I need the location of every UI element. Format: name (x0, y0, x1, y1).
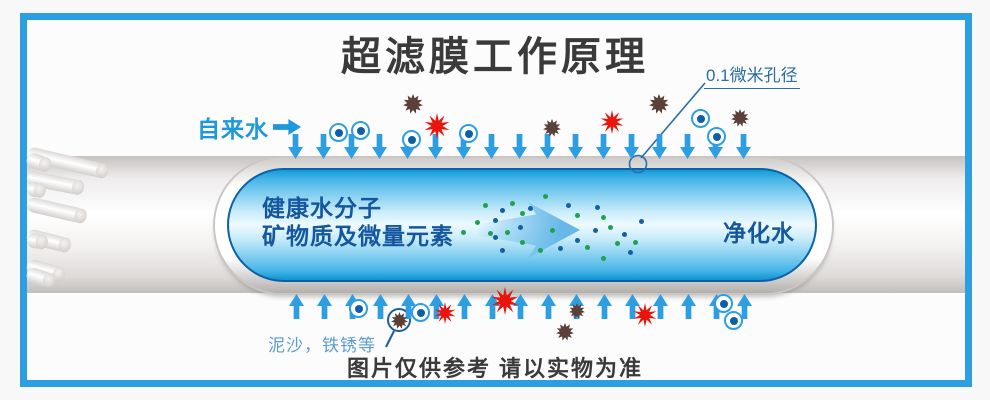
navy-mineral-dot (500, 208, 505, 213)
green-mineral-dot (505, 230, 510, 235)
navy-mineral-dot (593, 228, 598, 233)
page-title: 超滤膜工作原理 (341, 35, 649, 79)
green-mineral-dot (461, 230, 466, 235)
navy-mineral-dot (558, 246, 563, 251)
impurity-dot-particle (411, 303, 430, 322)
red-bacteria-particle (424, 113, 450, 139)
green-mineral-dot (520, 240, 525, 245)
healthy-water-line: 健康水分子 (262, 195, 382, 221)
navy-mineral-dot (500, 248, 505, 253)
impurity-dot-particle (351, 121, 370, 140)
green-mineral-dot (543, 194, 548, 199)
pore-size-label: 0.1微米孔径 (704, 61, 800, 89)
membrane-inside-text: 健康水分子 矿物质及微量元素 (262, 194, 454, 250)
tap-water-arrow-icon (273, 119, 301, 135)
green-mineral-dot (615, 241, 620, 246)
rust-sediment-particle (569, 303, 585, 319)
minerals-line: 矿物质及微量元素 (262, 223, 454, 249)
impurity-dot-particle (349, 299, 368, 318)
green-mineral-dot (520, 211, 525, 216)
green-mineral-dot (601, 215, 606, 220)
tap-water-label: 自来水 (197, 110, 301, 144)
tap-water-text: 自来水 (197, 116, 269, 142)
red-bacteria-particle (491, 287, 519, 315)
navy-mineral-dot (518, 225, 523, 230)
impurity-dot-particle (691, 109, 710, 128)
impurity-dot-particle (707, 127, 726, 146)
rust-sediment-particle (390, 311, 408, 329)
green-mineral-dot (601, 256, 606, 261)
green-mineral-dot (510, 201, 515, 206)
sediment-label: 泥沙，铁锈等 (268, 336, 376, 355)
navy-mineral-dot (622, 232, 627, 237)
green-mineral-dot (608, 225, 613, 230)
navy-mineral-dot (493, 235, 498, 240)
green-mineral-dot (488, 231, 493, 236)
navy-mineral-dot (575, 238, 580, 243)
navy-mineral-dot (628, 250, 633, 255)
navy-mineral-dot (493, 218, 498, 223)
navy-mineral-dot (639, 219, 644, 224)
green-mineral-dot (483, 203, 488, 208)
red-bacteria-particle (633, 303, 657, 327)
impurity-dot-particle (329, 123, 348, 142)
impurity-dot-particle (714, 294, 733, 313)
rust-sediment-particle (649, 94, 669, 114)
green-mineral-dot (550, 228, 555, 233)
impurity-dot-particle (459, 124, 478, 143)
impurity-dot-particle (724, 311, 743, 330)
green-mineral-dot (575, 213, 580, 218)
navy-mineral-dot (595, 205, 600, 210)
impurity-dot-particle (402, 130, 421, 149)
red-bacteria-particle (434, 302, 456, 324)
rust-sediment-particle (731, 109, 749, 127)
green-mineral-dot (538, 248, 543, 253)
green-mineral-dot (633, 240, 638, 245)
rust-sediment-particle (556, 323, 574, 341)
navy-mineral-dot (528, 206, 533, 211)
rust-sediment-particle (543, 119, 561, 137)
red-bacteria-particle (600, 110, 624, 134)
green-mineral-dot (585, 245, 590, 250)
disclaimer-text: 图片仅供参考 请以实物为准 (346, 356, 644, 381)
purified-water-label: 净化水 (723, 220, 795, 246)
rust-sediment-particle (403, 94, 423, 114)
navy-mineral-dot (566, 203, 571, 208)
green-mineral-dot (475, 220, 480, 225)
